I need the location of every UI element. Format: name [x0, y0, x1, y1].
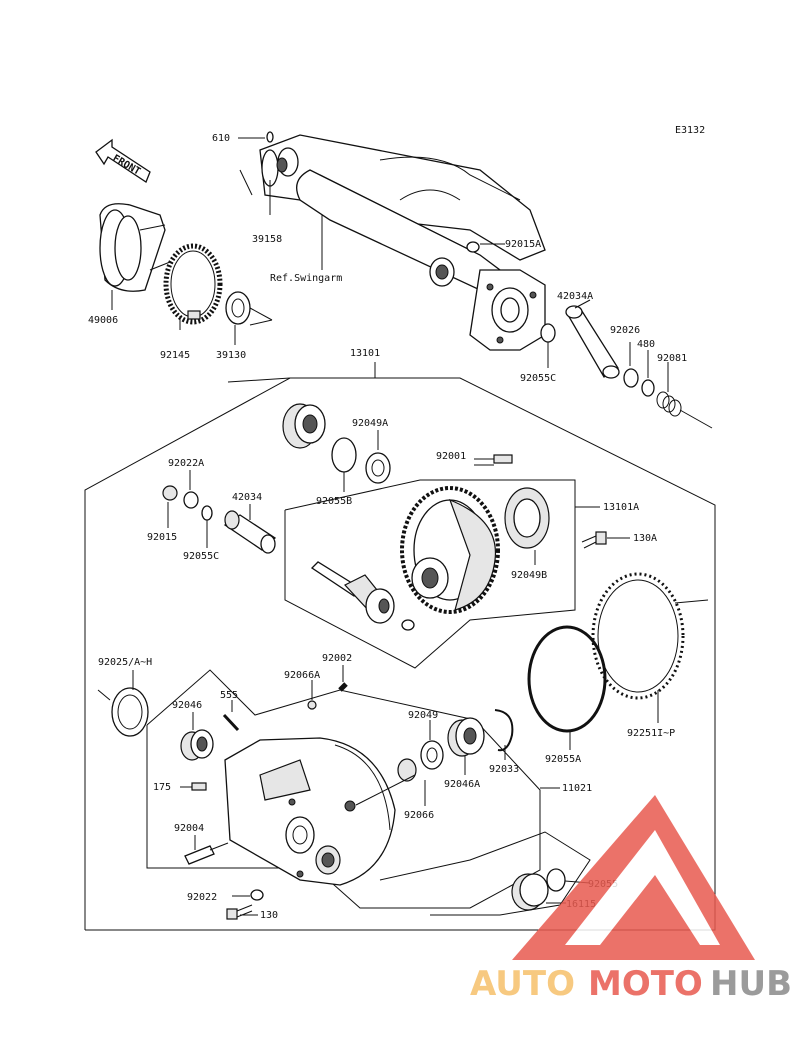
part-92026-washer [623, 368, 639, 388]
swingarm-drawing [259, 134, 546, 351]
part-480-circlip [641, 379, 655, 397]
part-92055-oring [546, 868, 566, 892]
label-92066A: 92066A [284, 670, 320, 681]
part-92046-bearing [180, 729, 214, 761]
label-49006: 49006 [88, 315, 118, 326]
part-92145-clamp [163, 243, 223, 325]
part-pinion-shaft [310, 561, 415, 631]
label-480: 480 [637, 339, 655, 350]
part-92055C-oring [201, 505, 213, 521]
front-arrow-icon: FRONT [95, 138, 151, 183]
label-610: 610 [212, 133, 230, 144]
part-ring-gear [400, 486, 500, 614]
diagram-code: E3132 [675, 125, 705, 136]
label-11021: 11021 [562, 783, 592, 794]
label-92055C-top: 92055C [520, 373, 556, 384]
label-92026: 92026 [610, 325, 640, 336]
part-92055A-oring [527, 625, 607, 733]
part-92066-collar [397, 758, 417, 782]
part-92001-bolt [474, 454, 513, 466]
part-42034-joint [223, 510, 277, 554]
part-final-gear-case [224, 737, 396, 886]
part-92251-gasket [591, 572, 685, 700]
part-130A-bolt [581, 531, 607, 549]
label-92025: 92025/A~H [98, 657, 152, 668]
watermark-text-auto: AUTO [470, 964, 575, 1004]
part-92066A-plug [307, 700, 317, 710]
part-92046A-bearing [447, 717, 485, 757]
label-92049: 92049 [408, 710, 438, 721]
label-39130: 39130 [216, 350, 246, 361]
label-92251: 92251I~P [627, 728, 675, 739]
label-92015: 92015 [147, 532, 177, 543]
label-92066: 92066 [404, 810, 434, 821]
label-92001: 92001 [436, 451, 466, 462]
label-92049B: 92049B [511, 570, 547, 581]
label-13101A: 13101A [603, 502, 639, 513]
label-92004: 92004 [174, 823, 204, 834]
label-92055A: 92055A [545, 754, 581, 765]
part-92055C-top-oring [540, 323, 556, 343]
part-16115-cap [511, 873, 549, 911]
label-130: 130 [260, 910, 278, 921]
part-92055B-oring [331, 437, 357, 473]
label-92081: 92081 [657, 353, 687, 364]
cap-group-outline [379, 831, 591, 916]
part-92002-stud [338, 682, 348, 692]
part-92049-seal [420, 740, 444, 770]
label-92002: 92002 [322, 653, 352, 664]
label-92145: 92145 [160, 350, 190, 361]
part-92081-spring [656, 391, 682, 417]
label-92046A: 92046A [444, 779, 480, 790]
label-92049A: 92049A [352, 418, 388, 429]
part-49006-boot [99, 203, 171, 292]
label-175: 175 [153, 782, 171, 793]
part-92015-nut [162, 485, 178, 501]
part-610-grease-nipple [266, 131, 274, 143]
part-92022-washer [250, 889, 264, 901]
part-92033-circlip [494, 709, 514, 752]
label-130A: 130A [633, 533, 657, 544]
label-555: 555 [220, 690, 238, 701]
label-92022A: 92022A [168, 458, 204, 469]
part-92049A-seal [365, 452, 391, 484]
label-ref-swingarm: Ref.Swingarm [270, 273, 342, 284]
label-92055B: 92055B [316, 496, 352, 507]
label-92015A: 92015A [505, 239, 541, 250]
label-39158: 39158 [252, 234, 282, 245]
part-92022A-washer [183, 491, 199, 509]
part-42034A-shaft [565, 305, 620, 379]
label-92046: 92046 [172, 700, 202, 711]
part-oil-seal-upper [282, 403, 326, 449]
watermark-text-moto: MOTO [588, 964, 703, 1004]
part-92004-stud [184, 842, 229, 865]
part-130-bolt [226, 904, 253, 920]
label-92033: 92033 [489, 764, 519, 775]
part-555-pin [222, 713, 240, 732]
label-13101: 13101 [350, 348, 380, 359]
label-92055C: 92055C [183, 551, 219, 562]
label-42034A: 42034A [557, 291, 593, 302]
part-39130-seal [225, 291, 273, 326]
part-175-dowel [191, 782, 207, 791]
assembly-13101A-outline [284, 479, 576, 669]
label-42034: 42034 [232, 492, 262, 503]
label-92022: 92022 [187, 892, 217, 903]
watermark-logo: AUTO MOTO HUB [470, 795, 792, 1004]
watermark-text-hub: HUB [710, 964, 792, 1004]
